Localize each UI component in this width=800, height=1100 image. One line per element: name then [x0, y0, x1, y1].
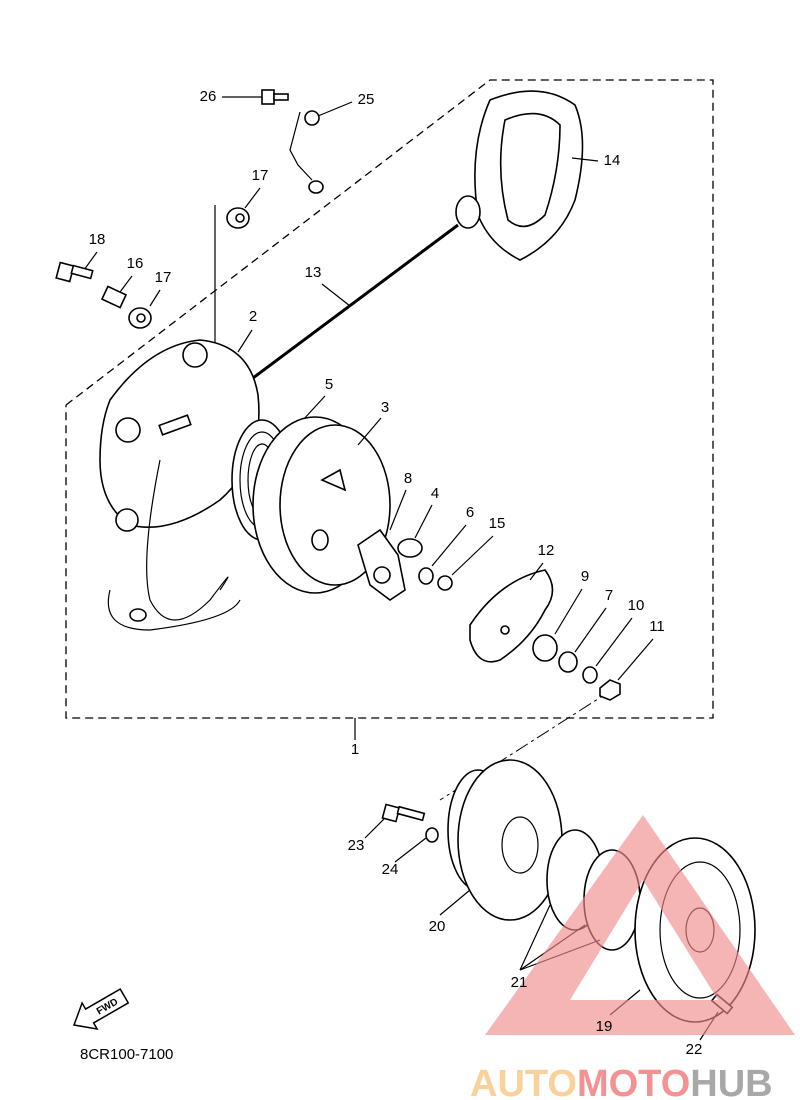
part-label-13: 13 — [305, 264, 322, 281]
fwd-arrow-icon: FWD — [73, 988, 130, 1031]
washer-24 — [394, 827, 439, 863]
collar-17 — [128, 289, 161, 329]
friction-plate-12 — [469, 562, 554, 663]
watermark-triangle — [485, 815, 795, 1035]
svg-text:AUTOMOTOHUB: AUTOMOTOHUB — [470, 1063, 773, 1100]
starter-case-2 — [99, 205, 260, 631]
washer-10 — [582, 617, 633, 684]
part-label-25: 25 — [358, 91, 375, 108]
bolt-18 — [55, 251, 98, 283]
part-label-16: 16 — [127, 255, 144, 272]
nut-11 — [599, 638, 654, 701]
part-label-14: 14 — [604, 152, 621, 169]
washer-7 — [558, 607, 607, 673]
part-label-4: 4 — [431, 485, 439, 502]
part-label-3: 3 — [381, 399, 389, 416]
spring-9 — [532, 588, 583, 662]
part-label-8: 8 — [404, 470, 412, 487]
collar-16 — [100, 275, 133, 309]
pawl-spring-4 — [397, 504, 433, 558]
pawl-8 — [357, 489, 407, 601]
bolt-23 — [364, 803, 426, 839]
part-label-17: 17 — [155, 269, 172, 286]
part-label-1: 1 — [351, 741, 359, 758]
bolt-26 — [222, 89, 289, 105]
watermark-auto: AUTO — [470, 1063, 577, 1100]
part-label-20: 20 — [429, 918, 446, 935]
part-label-15: 15 — [489, 515, 506, 532]
part-label-23: 23 — [348, 837, 365, 854]
assembly-boundary — [65, 79, 714, 719]
part-label-2: 2 — [249, 308, 257, 325]
part-label-21: 21 — [511, 974, 528, 991]
part-label-5: 5 — [325, 376, 333, 393]
part-label-19: 19 — [596, 1018, 613, 1035]
part-label-22: 22 — [686, 1041, 703, 1058]
watermark-moto: MOTO — [577, 1063, 690, 1100]
part-label-6: 6 — [466, 504, 474, 521]
starter-pulley-20 — [439, 759, 563, 921]
drawing-code: 8CR100-7100 — [80, 1046, 174, 1063]
part-label-17: 17 — [252, 167, 269, 184]
part-label-10: 10 — [628, 597, 645, 614]
part-label-12: 12 — [538, 542, 555, 559]
starter-rope-13 — [252, 223, 459, 380]
part-label-9: 9 — [581, 568, 589, 585]
part-label-26: 26 — [200, 88, 217, 105]
part-label-24: 24 — [382, 861, 399, 878]
spring-25 — [289, 101, 353, 194]
part-label-18: 18 — [89, 231, 106, 248]
watermark-hub: HUB — [690, 1063, 772, 1100]
part-label-7: 7 — [605, 587, 613, 604]
part-label-11: 11 — [649, 618, 665, 635]
collar-17-top — [226, 187, 261, 229]
spring-6 — [418, 524, 467, 585]
nut-15 — [437, 535, 494, 591]
starter-handle-14 — [455, 90, 599, 261]
watermark: AUTOMOTOHUB — [470, 815, 795, 1100]
